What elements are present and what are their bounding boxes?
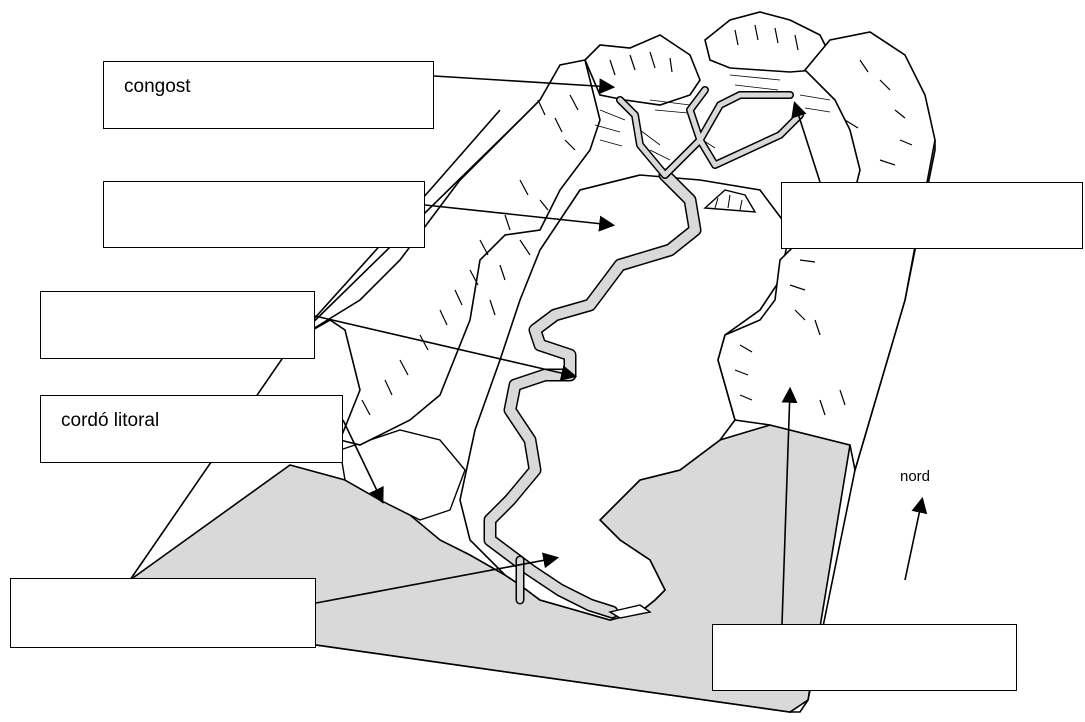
label-box-blank-2[interactable] [40,291,315,359]
label-box-blank-5[interactable] [712,624,1017,691]
label-box-blank-1[interactable] [103,181,425,248]
back-mountain-left [585,35,700,105]
label-cordo-litoral-text: cordó litoral [61,410,159,432]
north-arrow [905,500,922,580]
label-box-blank-3[interactable] [10,578,316,648]
label-congost-text: congost [124,76,191,98]
label-box-blank-4[interactable] [781,182,1083,249]
compass-north-label: nord [900,468,930,485]
arrow-afluent [795,104,820,182]
label-box-cordo-litoral[interactable]: cordó litoral [40,395,343,463]
label-box-congost[interactable]: congost [103,61,434,129]
